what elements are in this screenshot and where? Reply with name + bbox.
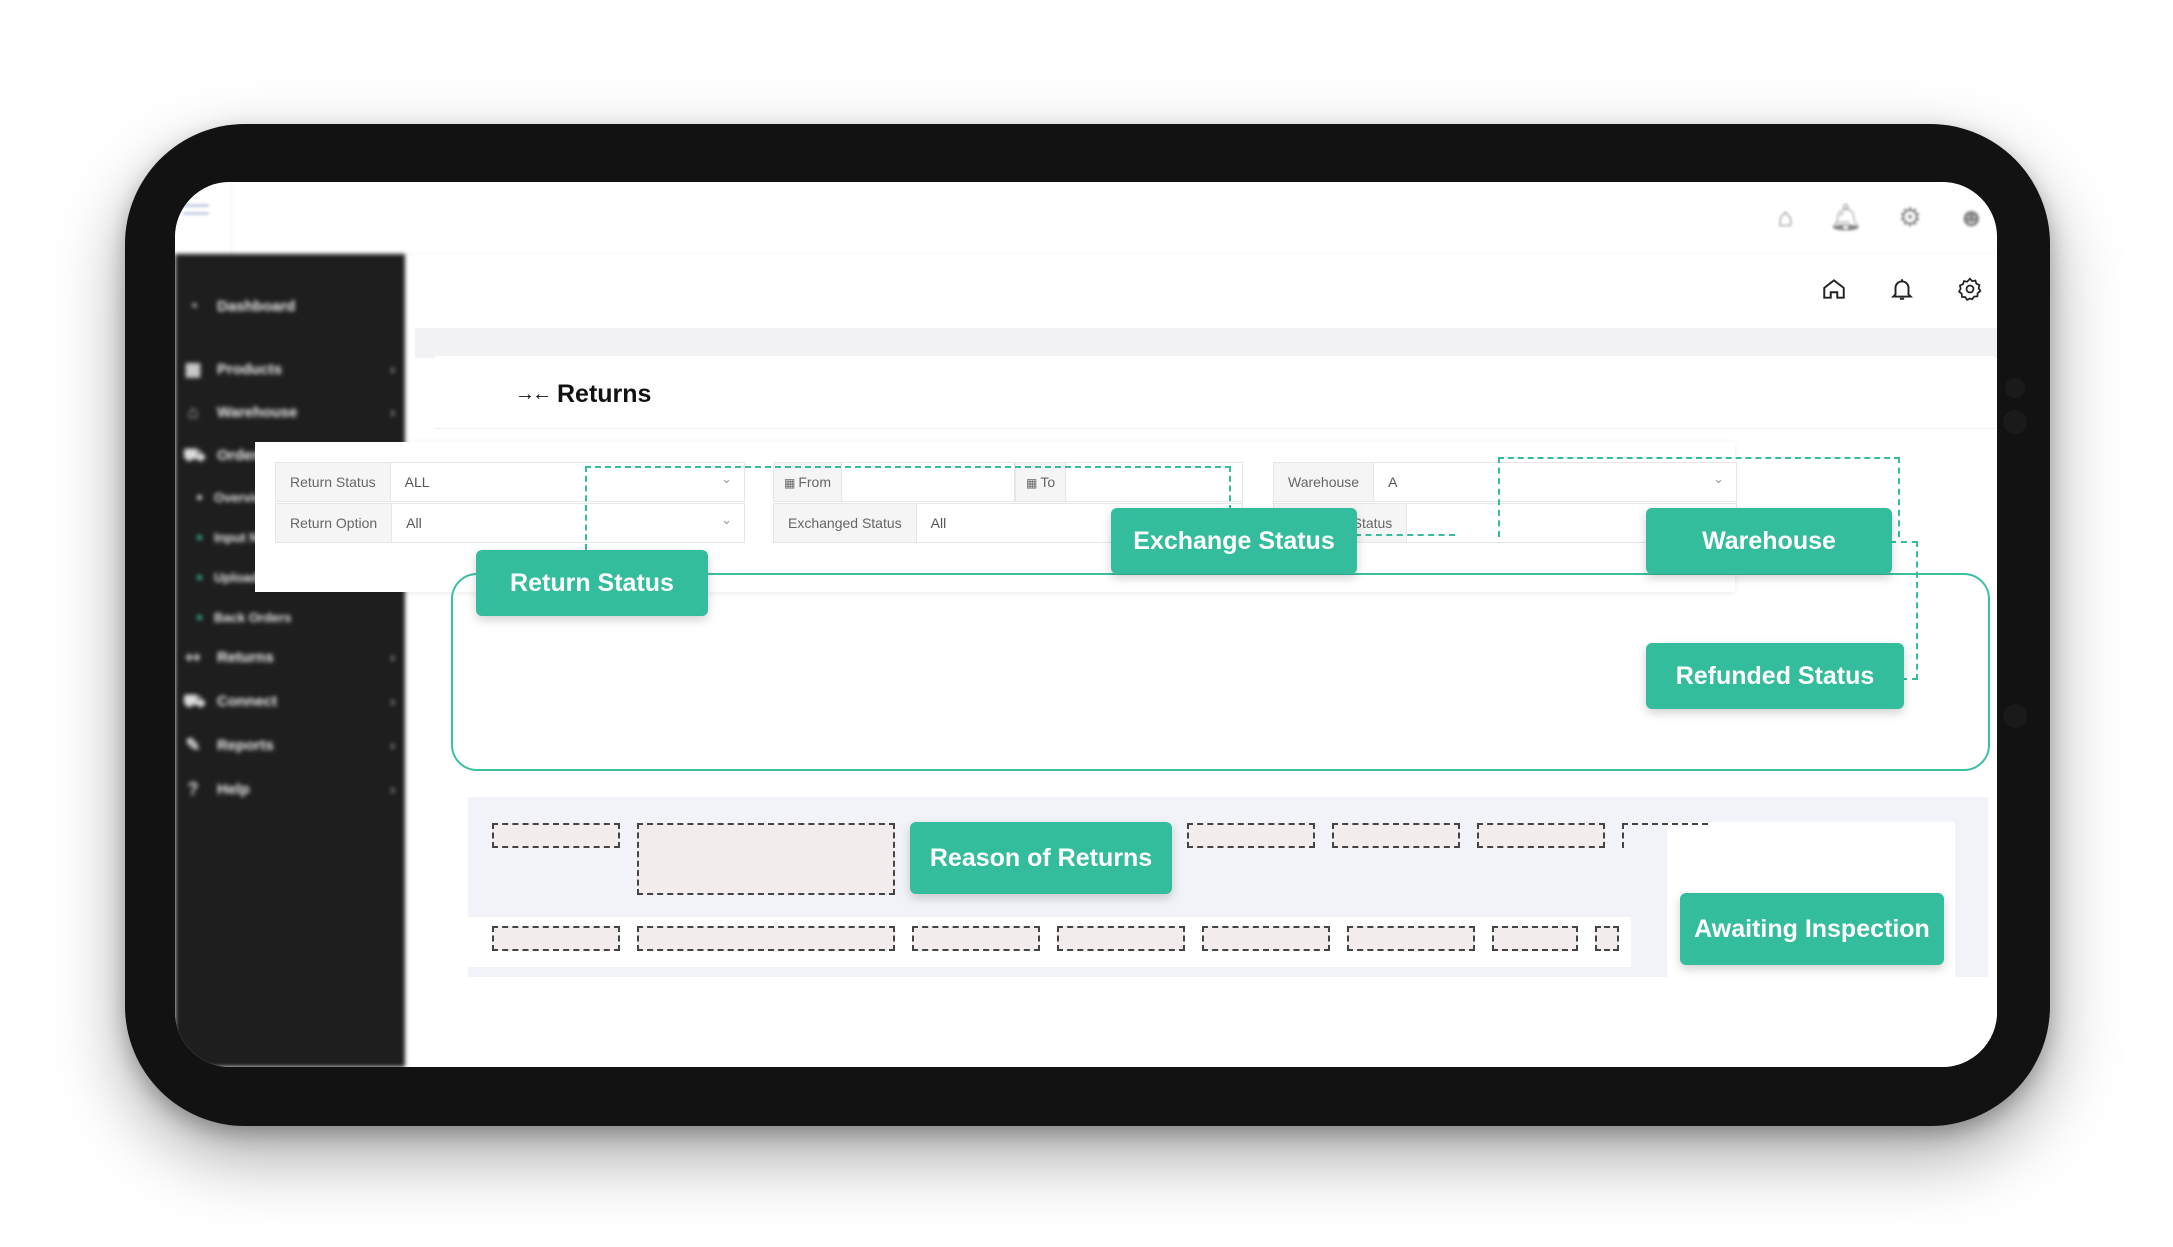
- return-option-select[interactable]: Return Option All ⌄: [275, 503, 745, 543]
- cart-icon: ⛟: [183, 445, 206, 465]
- chevron-down-icon: ⌄: [1713, 471, 1724, 486]
- dashboard-icon: ◔: [187, 296, 199, 316]
- header-separator: [415, 328, 1997, 358]
- gear-icon[interactable]: [1957, 276, 1983, 302]
- user-icon[interactable]: ☻: [1957, 202, 1985, 232]
- column-header-placeholder: [492, 823, 620, 848]
- column-header-placeholder: [637, 823, 895, 895]
- gear-icon[interactable]: ⚙: [1898, 202, 1922, 232]
- cell-placeholder: [1057, 926, 1185, 951]
- grid-icon: ▦: [184, 359, 202, 379]
- sidebar-item-dashboard[interactable]: ◔ Dashboard: [183, 296, 395, 316]
- camera-dot: [2005, 378, 2025, 398]
- chevron-down-icon: ⌄: [721, 512, 732, 527]
- column-header-placeholder: [1622, 823, 1708, 848]
- sidebar-item-warehouse[interactable]: ⌂ Warehouse ›: [183, 402, 395, 422]
- bell-icon[interactable]: 🔔︎: [1829, 202, 1863, 232]
- app-topbar: ⌂ 🔔︎ ⚙ ☻: [175, 182, 1997, 255]
- content-header: [415, 254, 1997, 328]
- annotation-refunded-status: Refunded Status: [1646, 643, 1904, 709]
- menu-icon[interactable]: [183, 204, 209, 224]
- annotation-exchange-status: Exchange Status: [1111, 508, 1357, 574]
- annotation-return-status: Return Status: [476, 550, 708, 616]
- sidebar: ◔ Dashboard ▦ Products › ⌂ Warehouse › ⛟…: [175, 254, 405, 1067]
- home-icon: ⌂: [187, 402, 199, 422]
- chevron-right-icon: ›: [390, 781, 395, 797]
- return-status-select[interactable]: Return Status ALL ⌄: [275, 462, 745, 502]
- chevron-right-icon: ›: [390, 404, 395, 420]
- cell-placeholder: [1492, 926, 1578, 951]
- cell-placeholder: [1595, 926, 1619, 951]
- cell-placeholder: [1202, 926, 1330, 951]
- report-icon: ✎: [185, 735, 201, 755]
- cell-placeholder: [637, 926, 895, 951]
- calendar-icon: ▦: [784, 476, 796, 490]
- collapse-arrows-icon[interactable]: →←: [515, 383, 552, 405]
- help-icon: ?: [187, 779, 199, 799]
- bell-icon[interactable]: [1889, 276, 1915, 302]
- connector-line: [1890, 541, 1918, 680]
- chevron-right-icon: ›: [390, 649, 395, 665]
- cell-placeholder: [1347, 926, 1475, 951]
- device-screen: ⌂ 🔔︎ ⚙ ☻ ◔ Dashboard ▦ Products › ⌂ Ware…: [175, 182, 1997, 1067]
- column-header-placeholder: [1477, 823, 1605, 848]
- calendar-icon: ▦: [1026, 476, 1038, 490]
- annotation-awaiting-inspection: Awaiting Inspection: [1680, 893, 1944, 965]
- connector-line: [1355, 534, 1455, 537]
- annotation-warehouse: Warehouse: [1646, 508, 1892, 574]
- cell-placeholder: [492, 926, 620, 951]
- sidebar-subitem-back-orders[interactable]: Back Orders: [197, 610, 291, 625]
- returns-icon: ⇿: [185, 647, 201, 667]
- column-header-placeholder: [1332, 823, 1460, 848]
- sidebar-item-help[interactable]: ? Help ›: [183, 779, 396, 799]
- cell-placeholder: [912, 926, 1040, 951]
- chevron-right-icon: ›: [390, 693, 395, 709]
- sidebar-item-returns[interactable]: ⇿ Returns ›: [183, 647, 395, 667]
- chevron-right-icon: ›: [390, 737, 395, 753]
- sidebar-item-reports[interactable]: ✎ Reports ›: [183, 735, 395, 755]
- camera-lens: [2003, 410, 2027, 434]
- sensor-dot: [2003, 704, 2027, 728]
- chevron-down-icon: ⌄: [721, 471, 732, 486]
- sidebar-item-products[interactable]: ▦ Products ›: [184, 359, 395, 379]
- column-header-placeholder: [1187, 823, 1315, 848]
- sidebar-item-connect[interactable]: ⛟ Connect ›: [183, 691, 395, 711]
- warehouse-select[interactable]: Warehouse A ⌄: [1273, 462, 1737, 502]
- annotation-reason-of-returns: Reason of Returns: [910, 822, 1172, 894]
- home-icon[interactable]: ⌂: [1777, 202, 1794, 232]
- date-to-input[interactable]: ▦To: [1015, 462, 1243, 502]
- filter-highlight-frame: [451, 573, 1990, 771]
- home-icon[interactable]: [1821, 276, 1847, 302]
- date-from-input[interactable]: ▦From: [773, 462, 1015, 502]
- page-title: →← Returns: [515, 380, 652, 408]
- connect-icon: ⛟: [183, 691, 206, 711]
- connector-line: [1498, 457, 1900, 537]
- chevron-right-icon: ›: [390, 361, 395, 377]
